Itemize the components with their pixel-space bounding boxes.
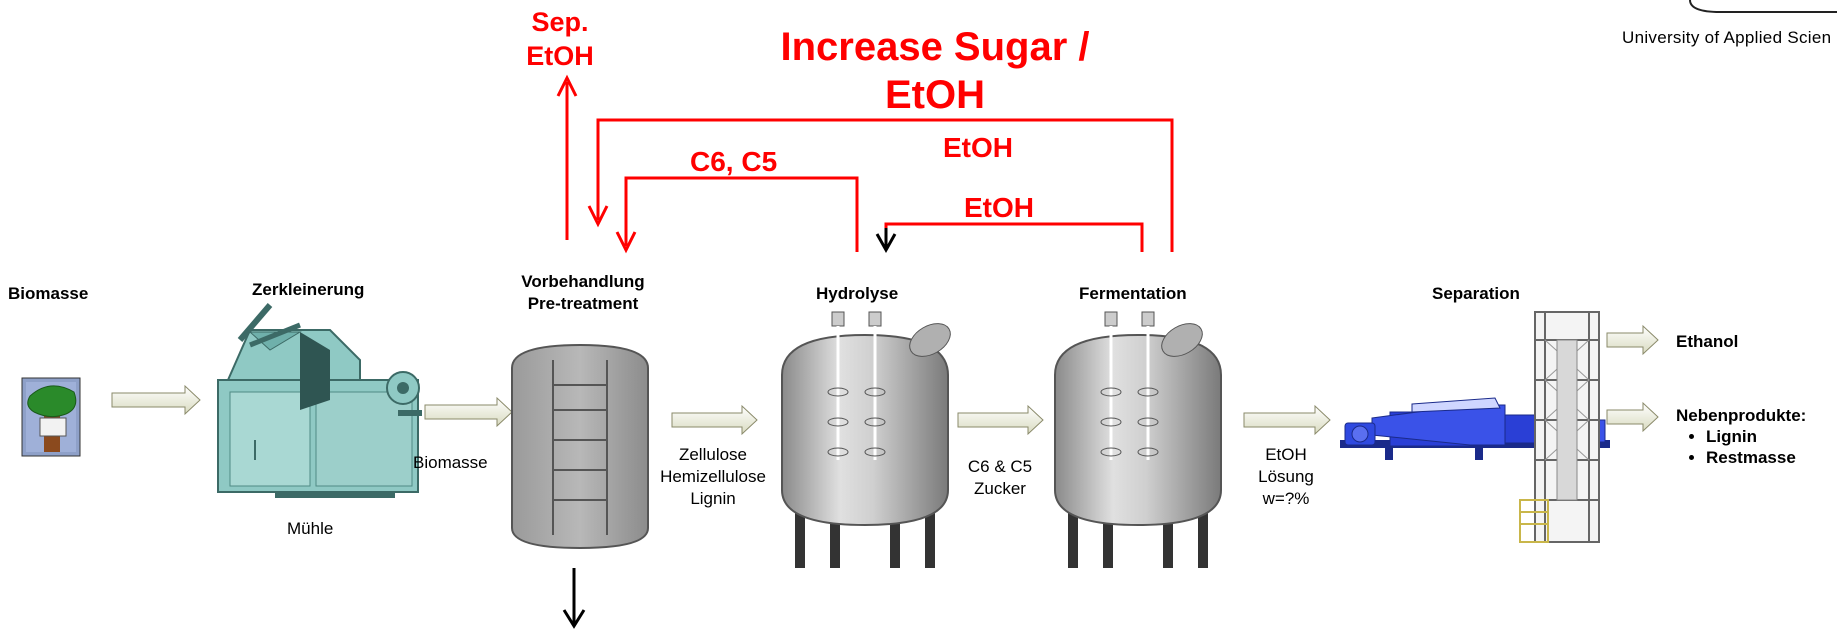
output-nebenprodukte-title: Nebenprodukte: (1676, 406, 1807, 425)
label-muehle: Mühle (287, 519, 334, 538)
flow-arrow-5 (1243, 404, 1331, 436)
reactor-column-icon (511, 343, 649, 550)
label-lignin-flow: Lignin (690, 489, 736, 508)
annotation-sep-etoh: EtOH (526, 41, 594, 71)
stage-title-biomasse: Biomasse (8, 284, 89, 303)
fermentation-tank-icon (1054, 311, 1222, 568)
annotation-c6-c5: C6, C5 (690, 146, 778, 177)
flow-arrow-3 (671, 404, 758, 436)
flow-arrow-ethanol (1606, 324, 1659, 356)
stage-title-fermentation: Fermentation (1079, 284, 1187, 303)
label-loesung: Lösung (1258, 467, 1314, 486)
label-w: w=?% (1262, 489, 1310, 508)
annotation-increase-etoh: EtOH (885, 73, 985, 117)
byproduct-lignin: Lignin (1706, 426, 1806, 447)
flow-arrow-4 (957, 404, 1044, 436)
byproduct-restmasse: Restmasse (1706, 447, 1806, 468)
label-c6-c5: C6 & C5 (967, 457, 1033, 476)
flow-arrow-byproducts (1606, 401, 1659, 433)
flow-arrow-2 (424, 396, 513, 428)
stirred-tank-icon (781, 311, 951, 568)
black-arrows (562, 228, 897, 629)
stage-title-separation: Separation (1432, 284, 1520, 303)
label-zucker: Zucker (974, 479, 1026, 498)
stage-title-vorbehandlung: Vorbehandlung (521, 272, 645, 291)
flow-arrow-1 (111, 384, 201, 416)
annotation-increase-sugar: Increase Sugar / (780, 25, 1090, 69)
distillation-column-icon (1519, 311, 1600, 543)
recycle-arrows (556, 74, 1174, 254)
stage-title-zerkleinerung: Zerkleinerung (252, 280, 365, 299)
label-zellulose: Zellulose (678, 445, 748, 464)
university-name: University of Applied Scien (1622, 28, 1832, 47)
stage-title-pretreatment: Pre-treatment (527, 294, 639, 313)
label-biomasse-flow: Biomasse (413, 453, 488, 472)
university-logo (1689, 0, 1837, 13)
label-hemizellulose: Hemizellulose (660, 467, 766, 486)
byproduct-list: Lignin Restmasse (1676, 426, 1806, 468)
mill-icon (217, 303, 422, 498)
annotation-sep: Sep. (531, 7, 589, 37)
tree-icon (21, 377, 81, 457)
annotation-etoh-lower: EtOH (964, 192, 1034, 223)
label-etoh: EtOH (1265, 445, 1307, 464)
annotation-etoh-upper: EtOH (943, 132, 1013, 163)
output-ethanol: Ethanol (1676, 332, 1739, 351)
stage-title-hydrolyse: Hydrolyse (816, 284, 899, 303)
output-nebenprodukte: Nebenprodukte: Lignin Restmasse (1676, 405, 1806, 468)
